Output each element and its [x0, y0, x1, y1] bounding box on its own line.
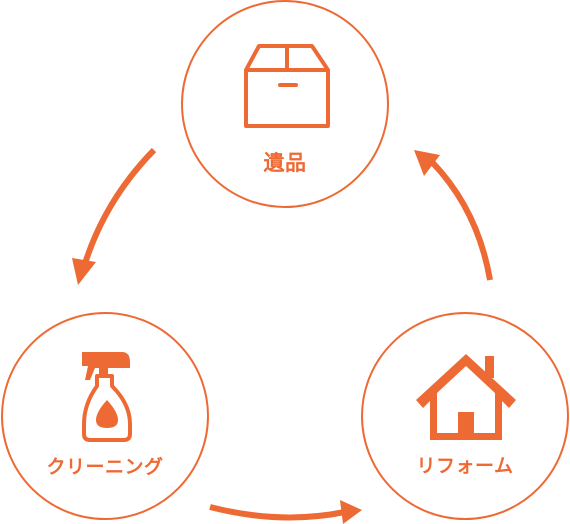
house-icon: [416, 354, 516, 440]
node-circle-goods: [181, 0, 389, 208]
node-label-cleaning: クリーニング: [46, 456, 164, 478]
arrow-goods-to-cleaning: [80, 147, 157, 271]
arrowhead-cleaning-to-reform: [340, 500, 362, 524]
node-label-reform: リフォーム: [416, 455, 514, 477]
arrow-cleaning-to-reform: [209, 504, 346, 521]
spray-bottle-icon: [82, 352, 132, 442]
arrow-reform-to-goods: [429, 159, 493, 281]
cardboard-box-icon: [244, 44, 330, 128]
node-label-goods: 遺品: [263, 151, 307, 175]
arrowhead-reform-to-goods: [414, 150, 440, 176]
arrowhead-goods-to-cleaning: [72, 258, 96, 285]
